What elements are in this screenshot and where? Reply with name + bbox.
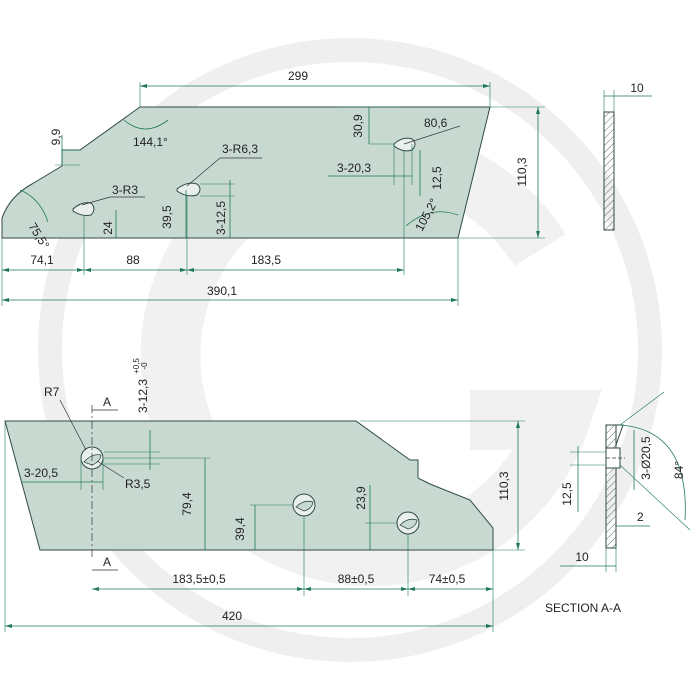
dim-3-20-5-bottom: 3-20,5 xyxy=(24,466,58,480)
dim-30-9: 30,9 xyxy=(351,114,365,138)
dim-74-bottom: 74±0,5 xyxy=(429,572,466,586)
dim-144-1-angle: 144,1° xyxy=(133,135,168,149)
dim-3-R3: 3-R3 xyxy=(112,183,138,197)
dim-183-5-top: 183,5 xyxy=(251,253,281,267)
dim-110-3-top: 110,3 xyxy=(515,157,529,186)
dim-2: 2 xyxy=(637,510,644,524)
dim-3-R6-3: 3-R6,3 xyxy=(222,142,258,156)
dim-3-12-3: 3-12,3 xyxy=(136,379,150,413)
dim-3-12-5: 3-12,5 xyxy=(214,201,228,235)
bottom-plate-outline xyxy=(4,420,494,551)
dim-12-5-section: 12,5 xyxy=(560,482,574,506)
dim-12-5-top: 12,5 xyxy=(430,166,444,190)
dim-299: 299 xyxy=(288,69,308,83)
top-hole-2 xyxy=(176,182,201,197)
dim-390-1: 390,1 xyxy=(207,284,237,298)
dim-3-20-3: 3-20,3 xyxy=(337,161,371,175)
dim-420: 420 xyxy=(222,609,242,623)
dim-79-4: 79,4 xyxy=(180,492,194,516)
dim-39-5: 39,5 xyxy=(160,205,174,229)
section-title: SECTION A-A xyxy=(545,601,621,615)
dim-23-9: 23,9 xyxy=(354,486,368,510)
section-mark-a-bottom: A xyxy=(103,555,111,569)
dim-88-top: 88 xyxy=(126,253,140,267)
top-view: 299 9,9 144,1° 3-R6,3 3-R3 30,9 80,6 3-2… xyxy=(1,69,545,306)
thickness-view: 10 xyxy=(603,81,652,231)
bottom-hole-3 xyxy=(396,511,420,535)
dim-3-12-3-tol-dn: -0 xyxy=(140,362,149,370)
bottom-hole-2 xyxy=(292,493,316,517)
dim-3-diameter-20-5: 3-Ø20,5 xyxy=(639,436,653,480)
dim-80-6: 80,6 xyxy=(424,116,448,130)
section-mark-a-top: A xyxy=(103,395,111,409)
dim-24: 24 xyxy=(101,221,115,235)
dim-10-section: 10 xyxy=(575,550,589,564)
dim-183-5-bottom: 183,5±0,5 xyxy=(172,572,226,586)
dim-39-4: 39,4 xyxy=(233,517,247,541)
top-hole-3 xyxy=(393,137,416,152)
dim-3-12-3-tol-up: +0,5 xyxy=(132,358,141,374)
dim-R7: R7 xyxy=(44,385,60,399)
dim-74-1: 74,1 xyxy=(30,253,54,267)
dim-9-9: 9,9 xyxy=(49,128,63,145)
dim-R3-5: R3,5 xyxy=(125,477,151,491)
top-hole-1 xyxy=(72,202,95,216)
dim-88-bottom: 88±0,5 xyxy=(338,572,375,586)
dim-10-thickness: 10 xyxy=(630,81,644,95)
dim-110-3-bottom: 110,3 xyxy=(497,471,511,500)
bottom-view: A A R7 3-12,3 +0,5 -0 3-20,5 R3,5 79,4 3… xyxy=(4,358,525,632)
section-a-a: 84° 3-Ø20,5 12,5 2 10 SECTION A-A xyxy=(545,391,691,615)
dim-84-angle: 84° xyxy=(672,461,686,479)
